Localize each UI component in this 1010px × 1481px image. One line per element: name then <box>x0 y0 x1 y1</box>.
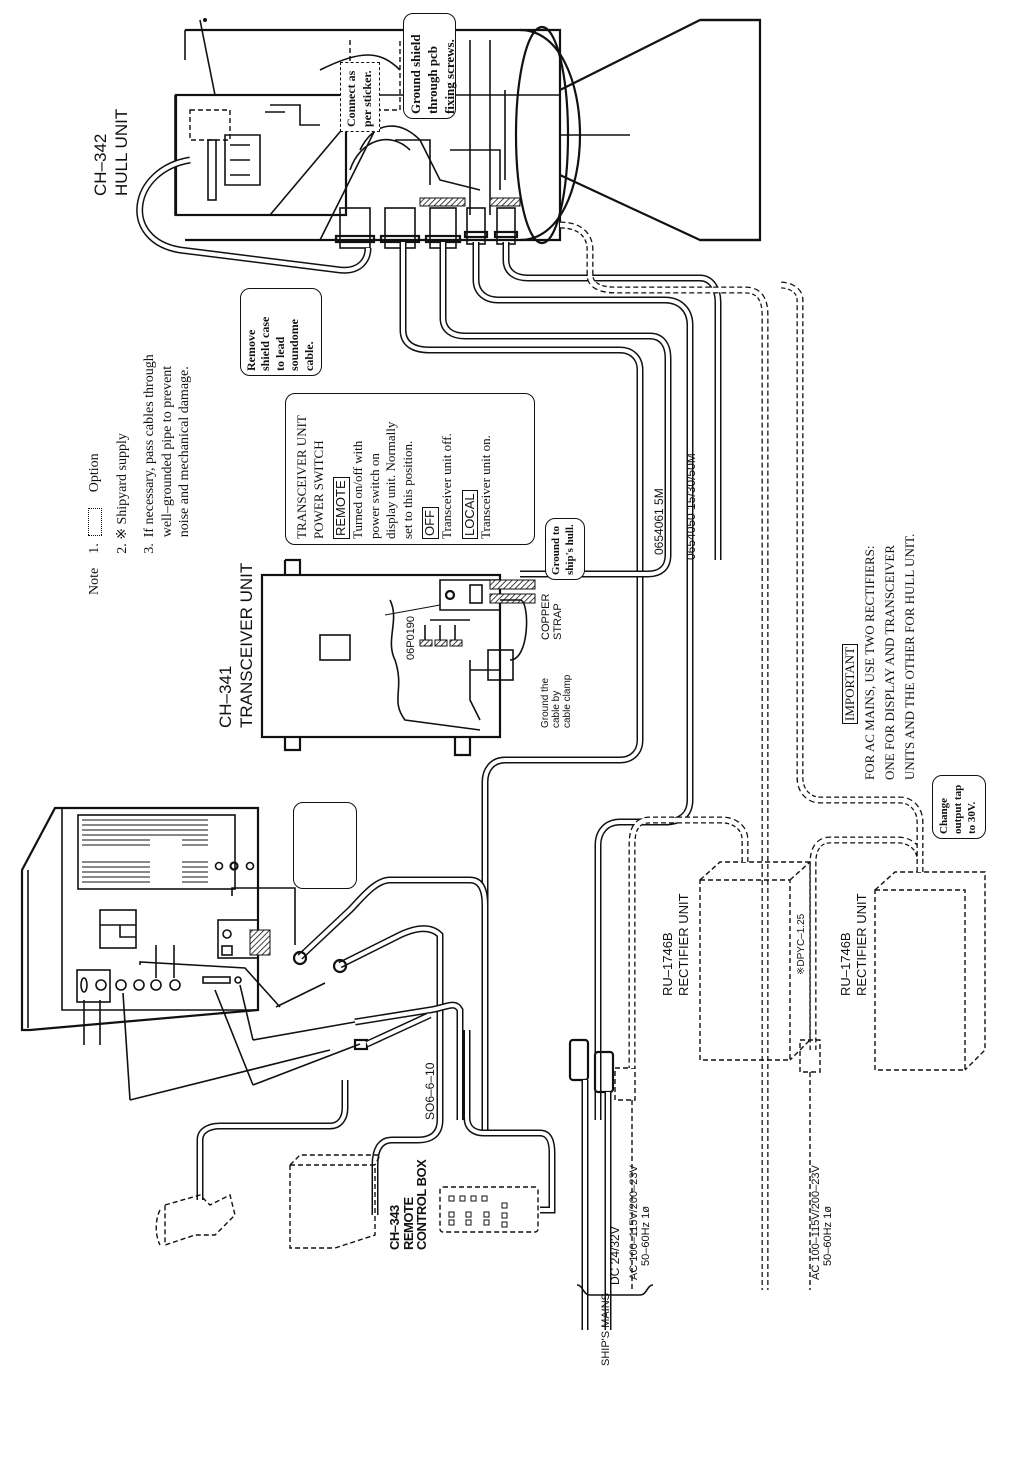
cable-0654061-label: 0654061 5M <box>652 488 666 555</box>
rectifier-unit-1-drawing <box>628 816 811 1068</box>
speaker-icon <box>155 1193 236 1246</box>
note-2: 2. ※ Shipyard supply <box>114 433 130 554</box>
cable-clamps <box>568 1038 636 1330</box>
note-3: 3. If necessary, pass cables through wel… <box>142 354 192 554</box>
hull-unit-title: CH–342 HULL UNIT <box>91 108 132 196</box>
rectifier-1-title: RU–1746B RECTIFIER UNIT <box>660 893 692 996</box>
option-dotted-box-icon <box>87 507 102 536</box>
callout-remove-shield: Remove shield case to lead soundome cabl… <box>240 288 322 376</box>
rectifier-unit-2-drawing <box>779 281 986 1290</box>
mains-ac-label-1: AC 100–115V/200–23V 50–60Hz 1ø <box>628 1165 653 1280</box>
remote-control-box-title: CH–343 REMOTE CONTROL BOX <box>387 1159 430 1250</box>
display-unit-drawing <box>20 806 361 1101</box>
display-cables <box>196 876 556 1215</box>
hull-cables <box>399 221 769 1290</box>
ships-mains-title: SHIP'S MAINS <box>600 1292 612 1366</box>
pcb-label: 06P0190 <box>405 615 417 660</box>
transceiver-unit-drawing <box>260 558 536 757</box>
mains-dc-label: DC 24/32V <box>608 1226 622 1285</box>
notes-heading: Note <box>87 567 102 595</box>
callout-change-tap: Change output tap to 30V. <box>932 775 986 839</box>
mains-brace <box>576 1284 654 1296</box>
cable-so6-label: SO6–6–10 <box>423 1062 437 1120</box>
important-label: IMPORTANT <box>842 643 859 724</box>
external-buzzer-drawing <box>289 1154 382 1249</box>
callout-power-switch: TRANSCEIVER UNIT POWER SWITCH REMOTE Tur… <box>285 393 535 545</box>
ground-clamp-label: Ground the cable by cable clamp <box>540 674 573 728</box>
local-position-label: LOCAL <box>461 490 478 539</box>
callout-ground-shield: Ground shield through pcb fixing screws. <box>403 13 457 119</box>
note-1: 1. Option <box>87 453 102 554</box>
callout-connect-sticker: Connect as per sticker. <box>340 62 380 132</box>
off-position-label: OFF <box>422 507 439 539</box>
remote-position-label: REMOTE <box>333 477 350 539</box>
transceiver-unit-title: CH–341 TRANSCEIVER UNIT <box>216 562 257 728</box>
hull-unit-drawing <box>136 18 762 274</box>
cable-0654050-label: 0654050 15/30/50M <box>684 453 698 560</box>
callout-ground-hull: Ground to ship's hull. <box>545 518 585 580</box>
remote-control-box-drawing <box>439 1186 539 1233</box>
rectifier-2-title: RU–1746B RECTIFIER UNIT <box>838 893 870 996</box>
callout-empty <box>293 802 357 889</box>
notes-block: Note 1. Option 2. ※ Shipyard supply 3. I… <box>86 354 194 595</box>
important-block: IMPORTANT FOR AC MAINS, USE TWO RECTIFIE… <box>842 533 918 780</box>
mains-ac-label-2: AC 100–115V/200–23V 50–60Hz 1ø <box>810 1165 835 1280</box>
copper-strap-label: COPPER STRAP <box>540 593 565 640</box>
dpyc-cable-label: ※DPYC–1.25 <box>796 913 807 975</box>
